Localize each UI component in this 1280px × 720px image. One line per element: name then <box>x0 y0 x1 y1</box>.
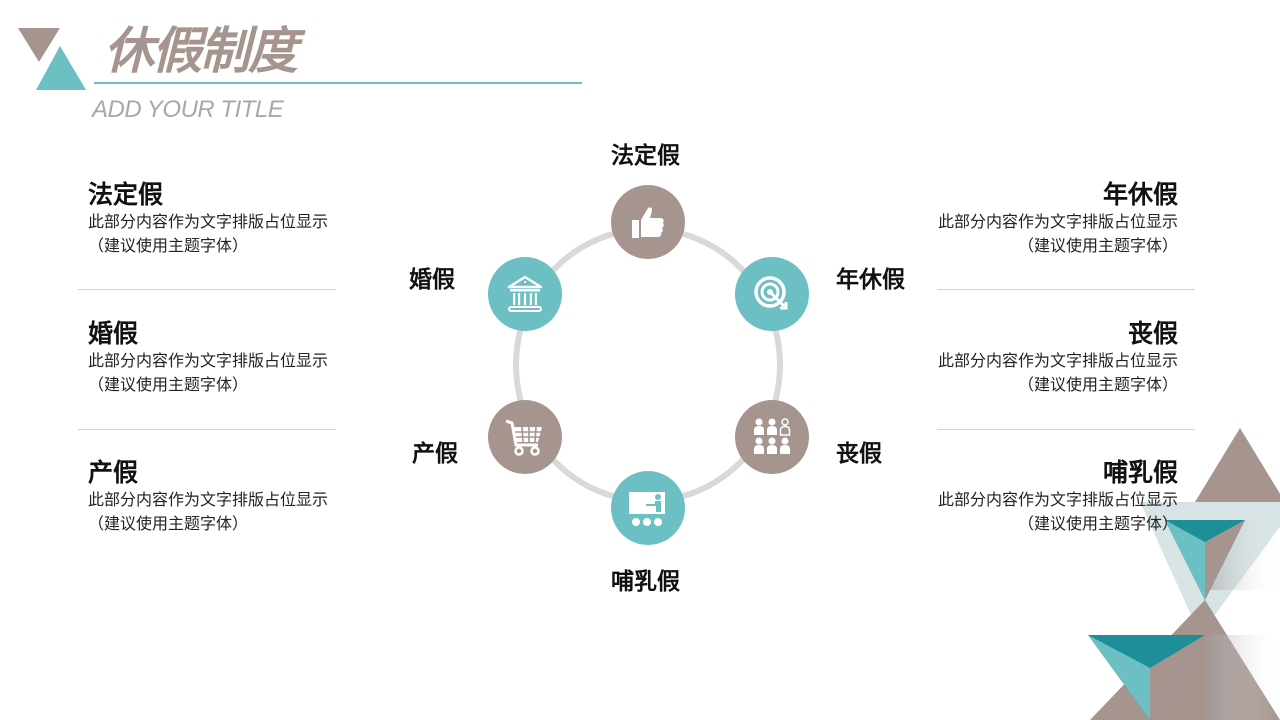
block-description: 此部分内容作为文字排版占位显示 <box>937 490 1178 509</box>
block-description: （建议使用主题字体） <box>88 514 249 533</box>
divider <box>78 289 336 290</box>
block-title: 婚假 <box>88 319 139 348</box>
cycle-ring <box>513 226 783 504</box>
cycle-node-nursing[interactable] <box>611 471 685 545</box>
divider <box>78 429 336 430</box>
divider <box>937 429 1195 430</box>
header-triangles-decoration <box>18 28 86 90</box>
block-description: （建议使用主题字体） <box>1017 236 1178 255</box>
block-title: 哺乳假 <box>1102 458 1178 487</box>
right-block-annual-leave: 年休假 此部分内容作为文字排版占位显示 （建议使用主题字体） <box>858 180 1178 258</box>
node-label: 婚假 <box>409 267 455 293</box>
block-description: 此部分内容作为文字排版占位显示 <box>937 351 1178 370</box>
block-description: （建议使用主题字体） <box>1017 375 1178 394</box>
block-description: 此部分内容作为文字排版占位显示 <box>88 212 329 231</box>
left-block-marriage-leave: 婚假 此部分内容作为文字排版占位显示 （建议使用主题字体） <box>88 319 388 397</box>
divider <box>937 289 1195 290</box>
bank-building-icon <box>507 275 543 312</box>
right-block-bereavement-leave: 丧假 此部分内容作为文字排版占位显示 （建议使用主题字体） <box>858 319 1178 397</box>
block-title: 年休假 <box>1102 180 1178 209</box>
block-description: 此部分内容作为文字排版占位显示 <box>88 490 329 509</box>
cycle-node-maternity[interactable] <box>488 400 562 474</box>
right-block-nursing-leave: 哺乳假 此部分内容作为文字排版占位显示 （建议使用主题字体） <box>858 458 1178 536</box>
block-title: 丧假 <box>1127 319 1178 348</box>
block-description: 此部分内容作为文字排版占位显示 <box>937 212 1178 231</box>
block-description: （建议使用主题字体） <box>88 236 249 255</box>
cycle-node-bereavement[interactable] <box>735 400 809 474</box>
page-subtitle: ADD YOUR TITLE <box>92 96 284 123</box>
node-label: 法定假 <box>611 143 680 169</box>
node-label: 哺乳假 <box>611 569 680 595</box>
cycle-node-annual[interactable] <box>735 257 809 331</box>
target-icon <box>754 276 788 310</box>
corner-triangles-decoration <box>1088 428 1280 720</box>
block-description: 此部分内容作为文字排版占位显示 <box>88 351 329 370</box>
node-label: 年休假 <box>836 267 905 293</box>
thumbs-up-icon <box>632 207 664 238</box>
shopping-cart-icon <box>505 419 542 456</box>
block-title: 产假 <box>88 458 139 487</box>
group-people-icon <box>754 418 791 454</box>
node-label: 产假 <box>412 441 458 467</box>
block-description: （建议使用主题字体） <box>1017 514 1178 533</box>
left-block-statutory-leave: 法定假 此部分内容作为文字排版占位显示 （建议使用主题字体） <box>88 180 388 258</box>
cycle-node-statutory[interactable] <box>611 185 685 259</box>
title-underline <box>94 82 582 84</box>
presentation-icon <box>629 492 665 526</box>
block-description: （建议使用主题字体） <box>88 375 249 394</box>
left-block-maternity-leave: 产假 此部分内容作为文字排版占位显示 （建议使用主题字体） <box>88 458 388 536</box>
page-title: 休假制度 <box>104 22 298 80</box>
node-label: 丧假 <box>836 441 882 467</box>
block-title: 法定假 <box>88 180 164 209</box>
cycle-node-marriage[interactable] <box>488 257 562 331</box>
